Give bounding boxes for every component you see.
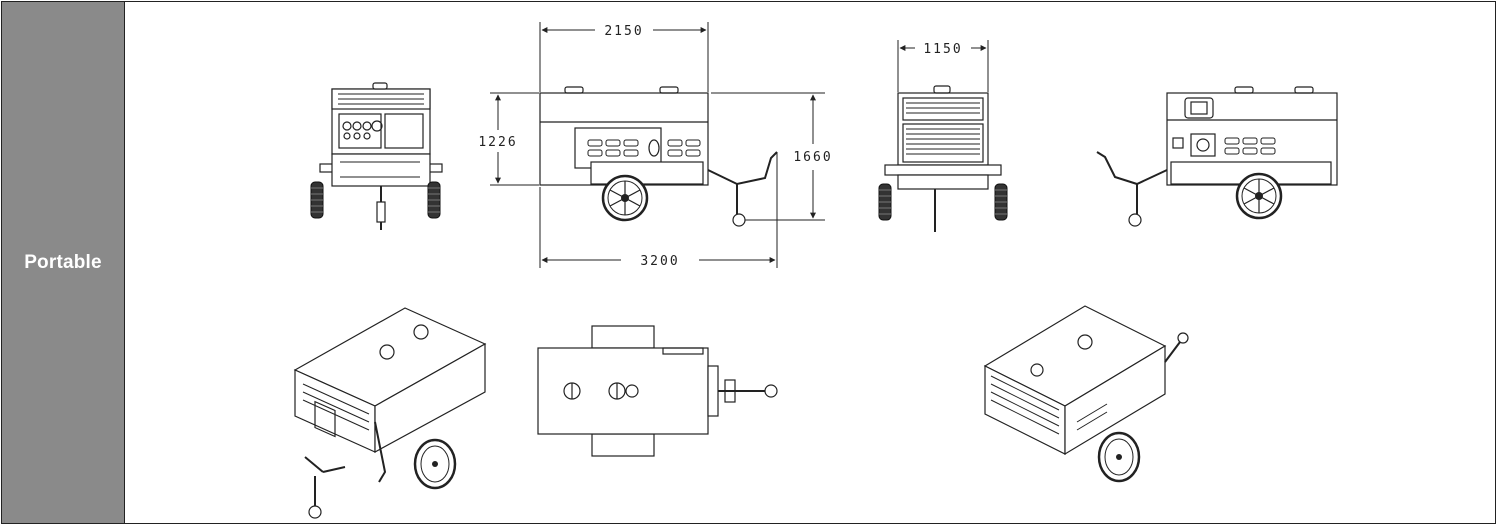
- row-label-cell: Portable: [2, 2, 125, 523]
- isometric-front-wheel: [413, 438, 457, 490]
- drawing-svg: 2150 1226 1660 3200 1150: [293, 22, 1338, 519]
- isometric-rear-wheel: [1097, 431, 1141, 483]
- dimension-total-height: 1660: [793, 150, 832, 165]
- side-view-right-drawing: [1096, 86, 1338, 227]
- dimension-lines-side: [490, 22, 989, 268]
- dimension-total-length: 3200: [640, 254, 679, 269]
- isometric-view-front-drawing: [293, 307, 487, 519]
- technical-drawing-area: 2150 1226 1660 3200 1150: [125, 2, 1497, 523]
- rear-view-drawing: [884, 85, 1002, 232]
- isometric-view-rear-drawing: [983, 305, 1189, 456]
- dimension-body-height: 1226: [478, 135, 517, 150]
- dimension-body-length: 2150: [604, 24, 643, 39]
- side-view-left-drawing: [539, 86, 778, 227]
- dimension-width: 1150: [923, 42, 962, 57]
- row-label: Portable: [24, 251, 102, 273]
- front-view-drawing: [319, 82, 443, 230]
- top-view-drawing: [537, 325, 778, 457]
